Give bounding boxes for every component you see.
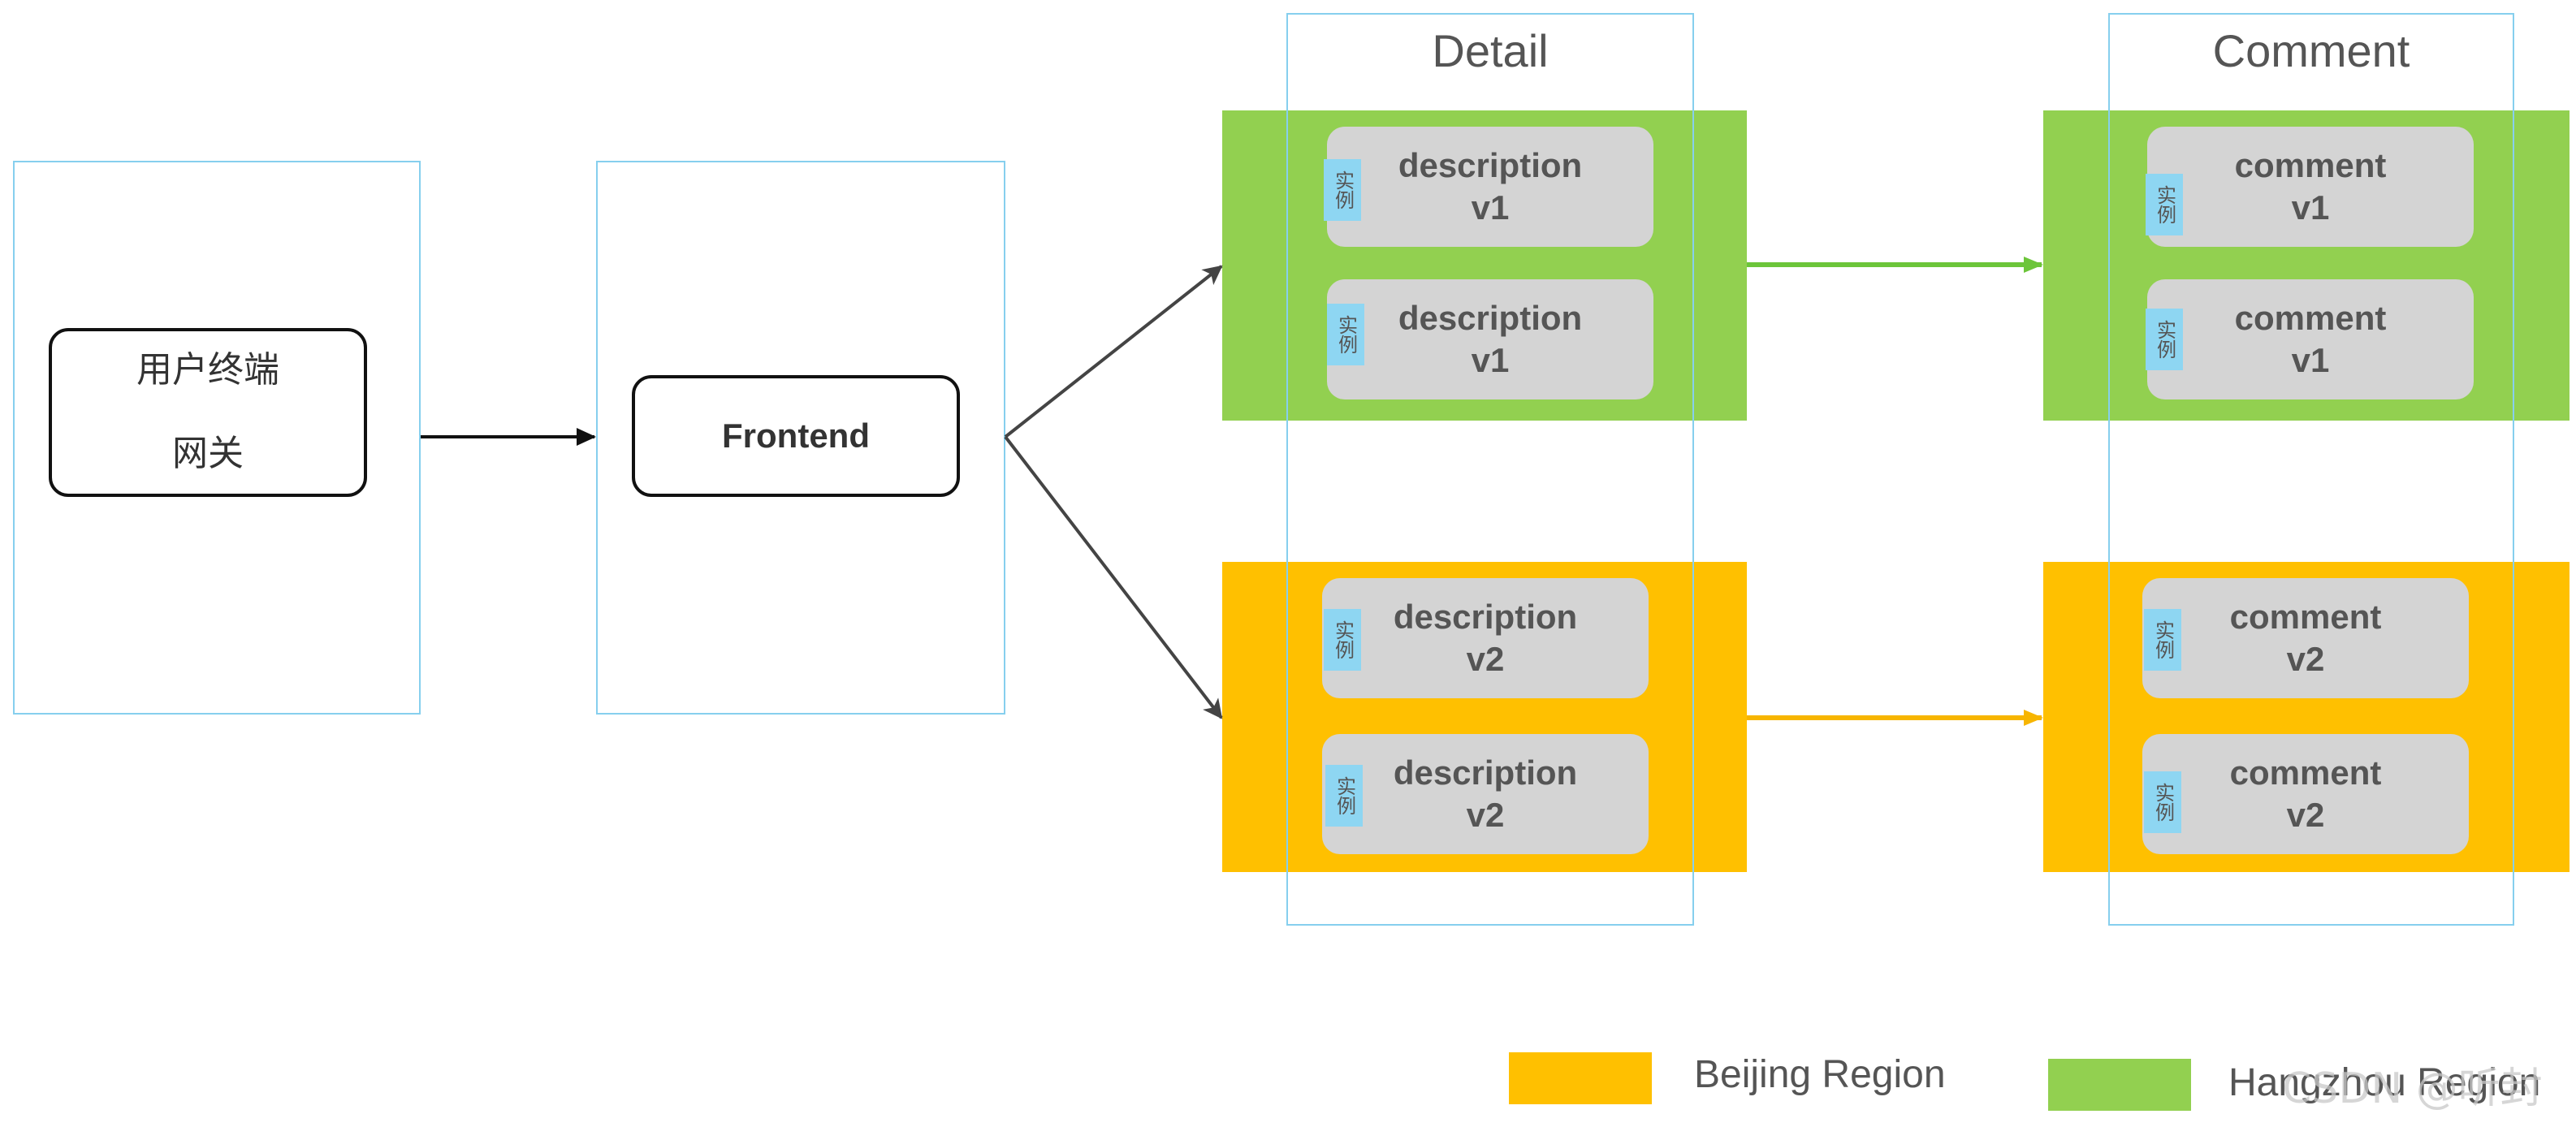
instance-version: v2 [2286,796,2325,834]
instance-name: comment [2234,146,2387,184]
instance-tag: 实例 [1324,609,1361,671]
instance-name: description [1398,299,1583,337]
gateway-node[interactable]: 用户终端 网关 [49,328,367,497]
legend-swatch-hangzhou [2048,1059,2191,1111]
detail-instance[interactable]: description v1 [1327,127,1653,247]
detail-instance[interactable]: description v2 [1322,734,1649,854]
comment-instance[interactable]: comment v2 [2142,734,2469,854]
instance-version: v1 [2291,188,2330,227]
instance-tag: 实例 [2144,609,2181,671]
instance-tag: 实例 [1324,159,1361,221]
gateway-label-line2: 网关 [172,433,244,474]
instance-version: v2 [1466,640,1505,678]
legend-swatch-beijing [1509,1052,1652,1104]
instance-version: v1 [1471,341,1510,379]
detail-column [1286,13,1694,926]
instance-tag: 实例 [1327,304,1364,365]
instance-tag: 实例 [2146,309,2183,370]
detail-instance[interactable]: description v2 [1322,578,1649,698]
instance-version: v1 [1471,188,1510,227]
instance-name: comment [2229,598,2382,636]
instance-tag: 实例 [2144,771,2181,833]
instance-name: description [1398,146,1583,184]
legend-label-hangzhou: Hangzhou Region [2228,1061,2541,1104]
comment-instance[interactable]: comment v2 [2142,578,2469,698]
instance-name: description [1393,598,1578,636]
detail-column-title: Detail [1432,25,1549,76]
frontend-label: Frontend [722,416,870,455]
instance-name: comment [2229,753,2382,792]
comment-column-title: Comment [2212,25,2410,76]
comment-instance[interactable]: comment v1 [2147,127,2474,247]
instance-tag: 实例 [2146,174,2183,235]
gateway-label-line1: 用户终端 [136,349,279,391]
instance-tag: 实例 [1325,765,1363,827]
frontend-to-detail-v2-arrow [1004,435,1223,719]
comment-column [2108,13,2514,926]
instance-version: v1 [2291,341,2330,379]
instance-name: description [1393,753,1578,792]
instance-version: v2 [1466,796,1505,834]
watermark: CSDN @听封 [2282,1064,2543,1113]
frontend-to-detail-v1-arrow [1004,265,1223,438]
comment-instance[interactable]: comment v1 [2147,279,2474,399]
gateway-container [13,161,421,715]
legend-label-beijing: Beijing Region [1694,1053,1946,1096]
instance-version: v2 [2286,640,2325,678]
detail-instance[interactable]: description v1 [1327,279,1653,399]
instance-name: comment [2234,299,2387,337]
frontend-node[interactable]: Frontend [632,375,960,497]
